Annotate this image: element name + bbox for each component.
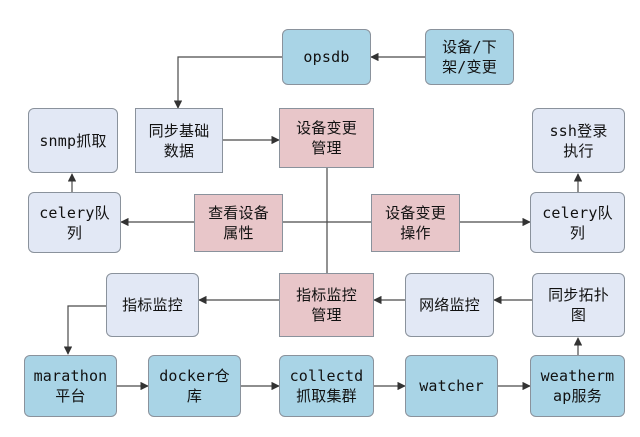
node-collectd: collectd 抓取集群 [279, 355, 374, 417]
node-device-shelf: 设备/下 架/变更 [425, 29, 514, 85]
node-metric-mgmt: 指标监控 管理 [279, 273, 374, 337]
node-sync-topology: 同步拓扑 图 [532, 273, 625, 337]
node-watcher: watcher [405, 355, 498, 417]
connector-metric-to-marathon [63, 305, 106, 355]
node-docker: docker仓 库 [148, 355, 241, 417]
node-network-monitor: 网络监控 [405, 273, 494, 337]
node-device-change-mgmt: 设备变更 管理 [279, 108, 374, 168]
node-change-op: 设备变更 操作 [371, 194, 460, 252]
node-celery-right: celery队 列 [530, 192, 625, 253]
node-opsdb: opsdb [282, 29, 371, 85]
node-marathon: marathon 平台 [24, 355, 117, 417]
node-ssh: ssh登录 执行 [532, 108, 625, 173]
node-view-attr: 查看设备 属性 [194, 194, 283, 252]
node-sync-base: 同步基础 数据 [135, 108, 223, 173]
connector-opsdb-to-sync [173, 56, 282, 109]
node-metric-monitor: 指标监控 [106, 273, 199, 337]
node-weathermap: weatherm ap服务 [530, 355, 625, 417]
node-celery-left: celery队 列 [28, 192, 121, 253]
node-snmp: snmp抓取 [28, 108, 118, 173]
